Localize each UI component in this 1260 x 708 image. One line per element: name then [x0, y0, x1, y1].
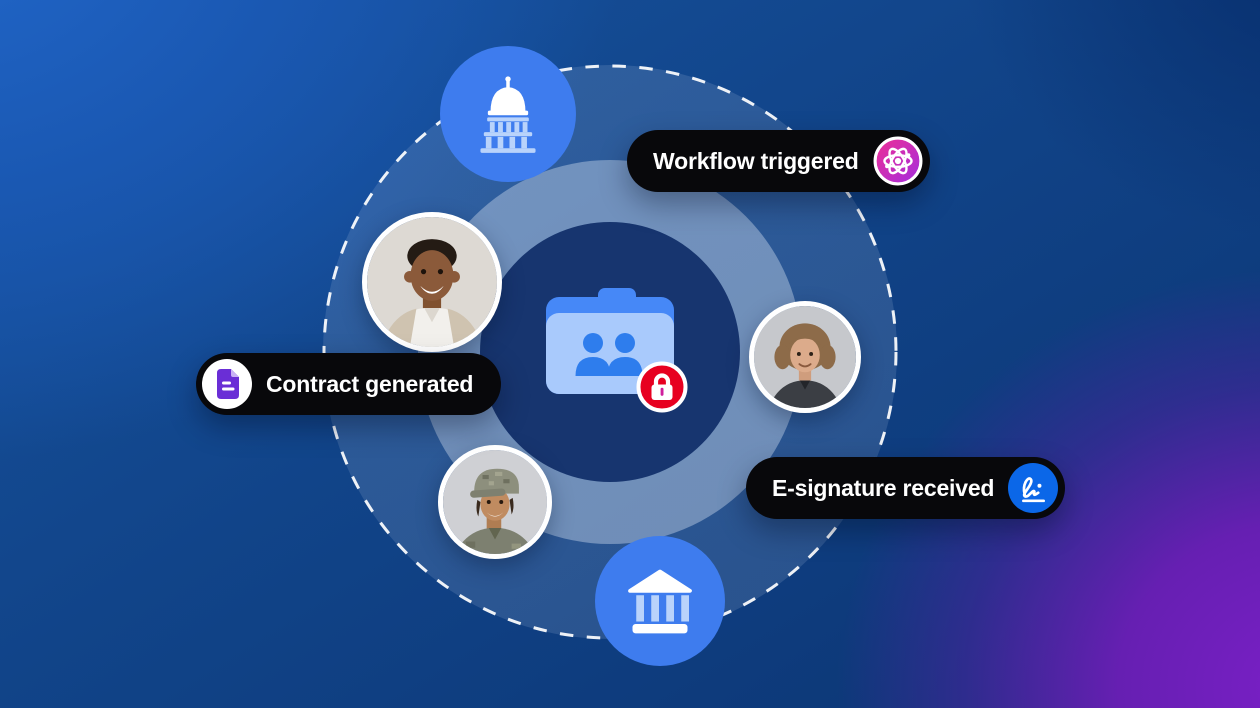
document-icon: [202, 359, 252, 409]
lock-icon: [636, 361, 688, 413]
badge-contract-generated: Contract generated: [196, 353, 502, 415]
atom-icon: [873, 136, 923, 186]
badge-esignature-received: E-signature received: [746, 457, 1066, 519]
bank-node: [595, 536, 725, 666]
badge-workflow-label: Workflow triggered: [653, 147, 859, 174]
badge-contract-label: Contract generated: [266, 370, 474, 397]
capitol-node: [440, 46, 576, 182]
badge-esignature-label: E-signature received: [772, 474, 995, 501]
signature-icon: [1008, 463, 1059, 513]
avatar-man: [362, 212, 502, 352]
bank-building-icon: [620, 559, 700, 644]
badge-workflow-triggered: Workflow triggered: [627, 130, 930, 192]
avatar-woman: [749, 301, 861, 413]
capitol-building-icon: [465, 69, 551, 160]
avatar-soldier: [438, 445, 552, 559]
